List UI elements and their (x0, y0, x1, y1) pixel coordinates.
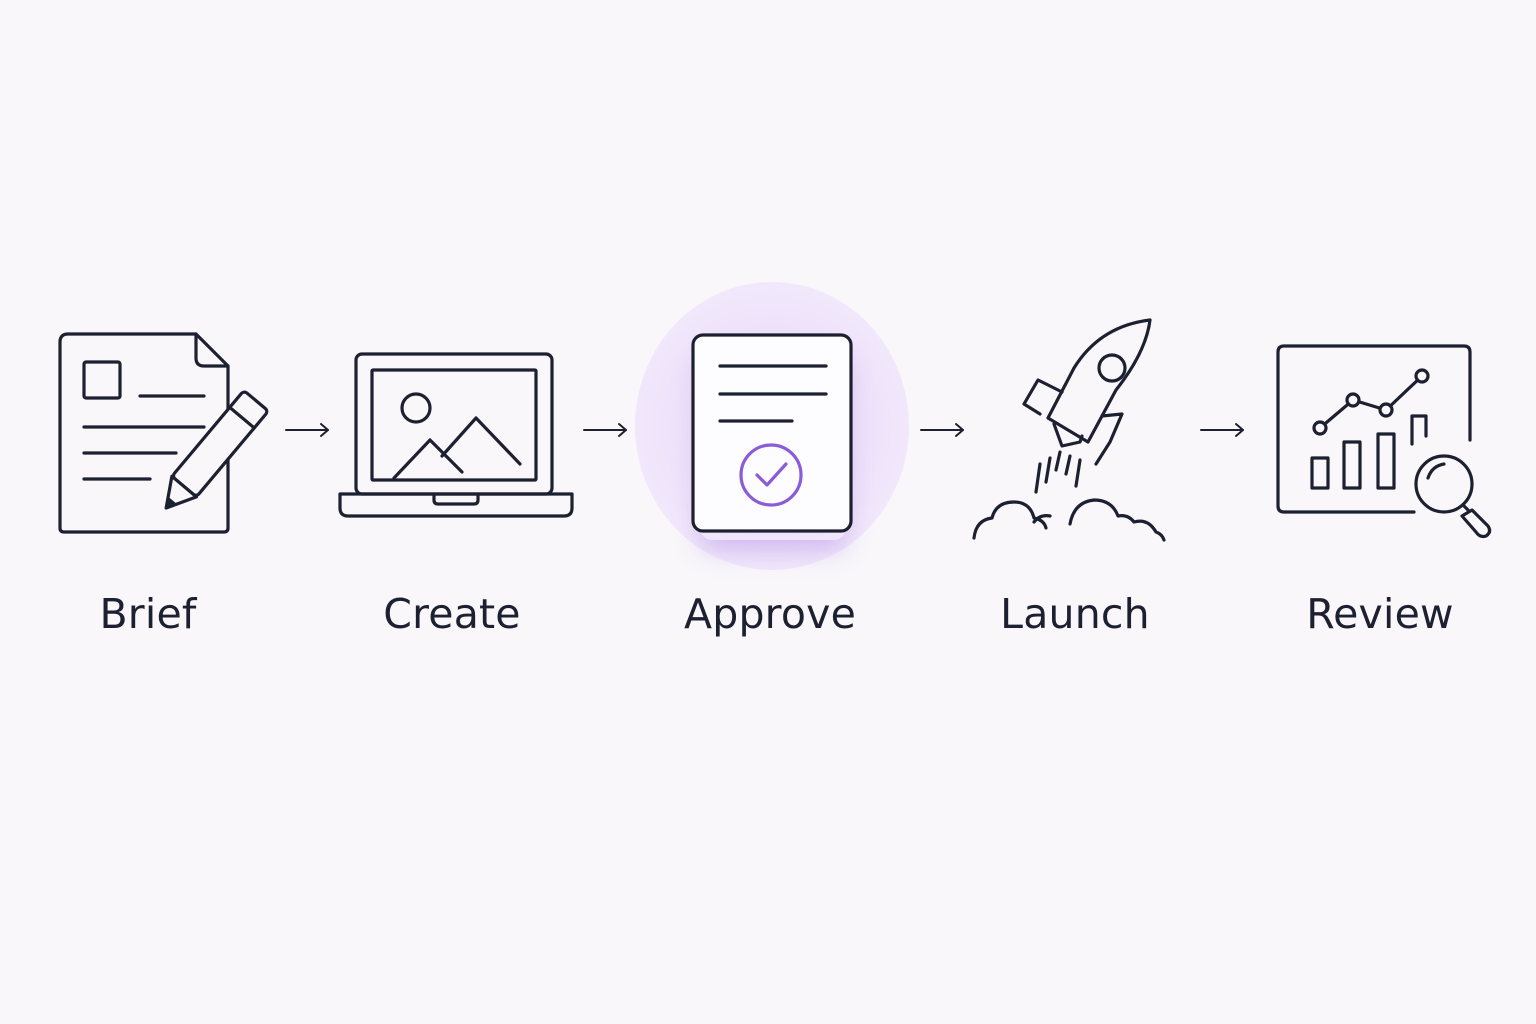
chart-magnifier-icon (1276, 344, 1498, 540)
laptop-image-icon (338, 352, 574, 520)
document-check-icon (690, 332, 856, 536)
step-label-approve: Approve (683, 590, 857, 638)
arrow-right-icon (920, 420, 966, 444)
rocket-icon (970, 316, 1170, 544)
arrow-right-icon (583, 420, 629, 444)
arrow-right-icon (285, 420, 331, 444)
document-pencil-icon (56, 332, 269, 537)
step-label-create: Create (383, 590, 521, 638)
step-label-review: Review (1306, 590, 1454, 638)
step-label-brief: Brief (99, 590, 197, 638)
step-label-launch: Launch (1000, 590, 1150, 638)
check-circle-icon (739, 443, 803, 507)
arrow-right-icon (1200, 420, 1246, 444)
